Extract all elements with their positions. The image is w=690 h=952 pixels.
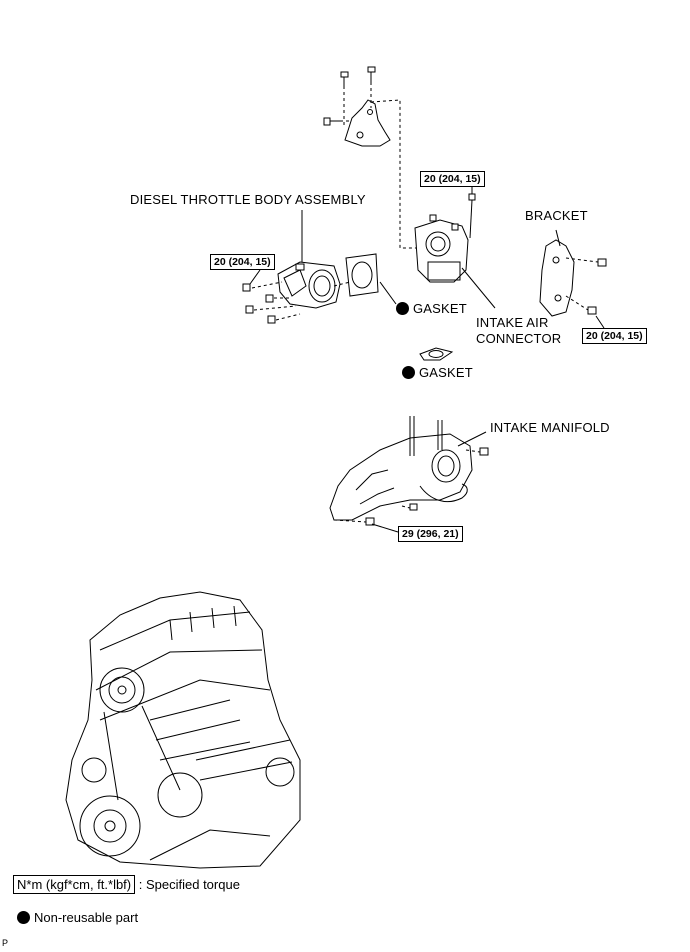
gasket-lower-label: GASKET — [402, 365, 473, 380]
legend-torque-unit: N*m (kgf*cm, ft.*lbf) — [13, 875, 136, 894]
torque-value-top: 20 (204, 15) — [420, 171, 485, 187]
leader-gasket-upper — [379, 281, 397, 305]
bolt-top-left — [340, 71, 349, 86]
bolt-throttle-2 — [265, 294, 274, 303]
legend-torque-desc: : Specified torque — [138, 877, 240, 892]
gasket-upper-label: GASKET — [396, 301, 467, 316]
bolt-throttle-1 — [242, 283, 251, 292]
page-code: P — [2, 938, 9, 948]
intake-air-connector — [414, 193, 476, 283]
bolt-throttle-4 — [267, 315, 276, 324]
leader-torque-throttle — [249, 269, 261, 285]
right-bracket — [539, 239, 575, 317]
bolt-top-right — [367, 66, 376, 82]
legend-non-reusable: Non-reusable part — [17, 910, 138, 925]
intake-air-connector-label-2: CONNECTOR — [476, 331, 562, 346]
intake-manifold — [329, 416, 473, 521]
bolt-side — [323, 117, 340, 126]
upper-bracket — [344, 99, 391, 147]
legend-torque: N*m (kgf*cm, ft.*lbf) : Specified torque — [13, 875, 240, 894]
bolt-throttle-3 — [245, 305, 254, 314]
non-reusable-mark-icon — [396, 302, 409, 315]
throttle-body — [277, 261, 341, 309]
throttle-body-label: DIESEL THROTTLE BODY ASSEMBLY — [130, 192, 366, 207]
bracket-label: BRACKET — [525, 208, 588, 223]
gasket-upper-text: GASKET — [413, 301, 467, 316]
gasket-upper — [345, 253, 379, 297]
intake-manifold-label: INTAKE MANIFOLD — [490, 420, 610, 435]
nut-manifold-right — [479, 447, 489, 456]
leader-torque-manifold — [371, 523, 399, 533]
bolt-bracket-upper — [597, 258, 607, 267]
bolt-manifold-middle — [409, 503, 418, 511]
torque-value-bracket: 20 (204, 15) — [582, 328, 647, 344]
leader-connector — [461, 267, 496, 309]
leader-manifold — [457, 431, 487, 447]
leader-torque-bracket — [595, 315, 605, 329]
gasket-lower — [419, 347, 454, 361]
nut-manifold-lower — [365, 517, 375, 526]
non-reusable-dot-icon — [17, 911, 30, 924]
torque-value-throttle: 20 (204, 15) — [210, 254, 275, 270]
torque-value-manifold: 29 (296, 21) — [398, 526, 463, 542]
leader-bracket — [555, 229, 561, 247]
gasket-lower-text: GASKET — [419, 365, 473, 380]
legend-non-reusable-text: Non-reusable part — [34, 910, 139, 925]
intake-air-connector-label-1: INTAKE AIR — [476, 315, 549, 330]
engine-overview — [65, 591, 301, 869]
non-reusable-mark-icon — [402, 366, 415, 379]
bolt-bracket-lower — [587, 306, 597, 315]
